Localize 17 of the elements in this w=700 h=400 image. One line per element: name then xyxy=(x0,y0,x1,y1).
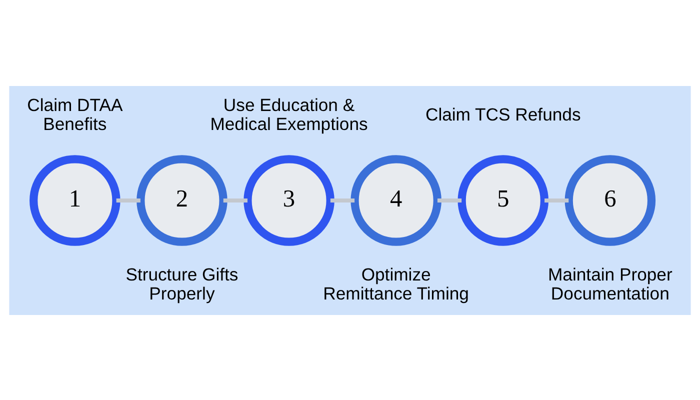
node-label: Claim DTAA Benefits xyxy=(27,94,123,134)
connector xyxy=(116,198,140,202)
node-circle: 4 xyxy=(350,154,442,246)
node-label: Use Education & Medical Exemptions xyxy=(210,94,368,134)
node-circle: 5 xyxy=(458,154,549,246)
node-circle: 2 xyxy=(136,154,228,246)
connector xyxy=(330,198,355,202)
node-circle: 1 xyxy=(30,154,120,246)
connector xyxy=(544,198,569,202)
node-label: Maintain Proper Documentation xyxy=(548,264,672,303)
node-label: Structure Gifts Properly xyxy=(126,264,238,303)
connector xyxy=(437,198,462,202)
node-circle: 6 xyxy=(564,154,656,246)
connector xyxy=(223,198,248,202)
node-label: Claim TCS Refunds xyxy=(425,104,581,124)
node-label: Optimize Remittance Timing xyxy=(323,264,469,303)
node-circle: 3 xyxy=(244,154,334,246)
